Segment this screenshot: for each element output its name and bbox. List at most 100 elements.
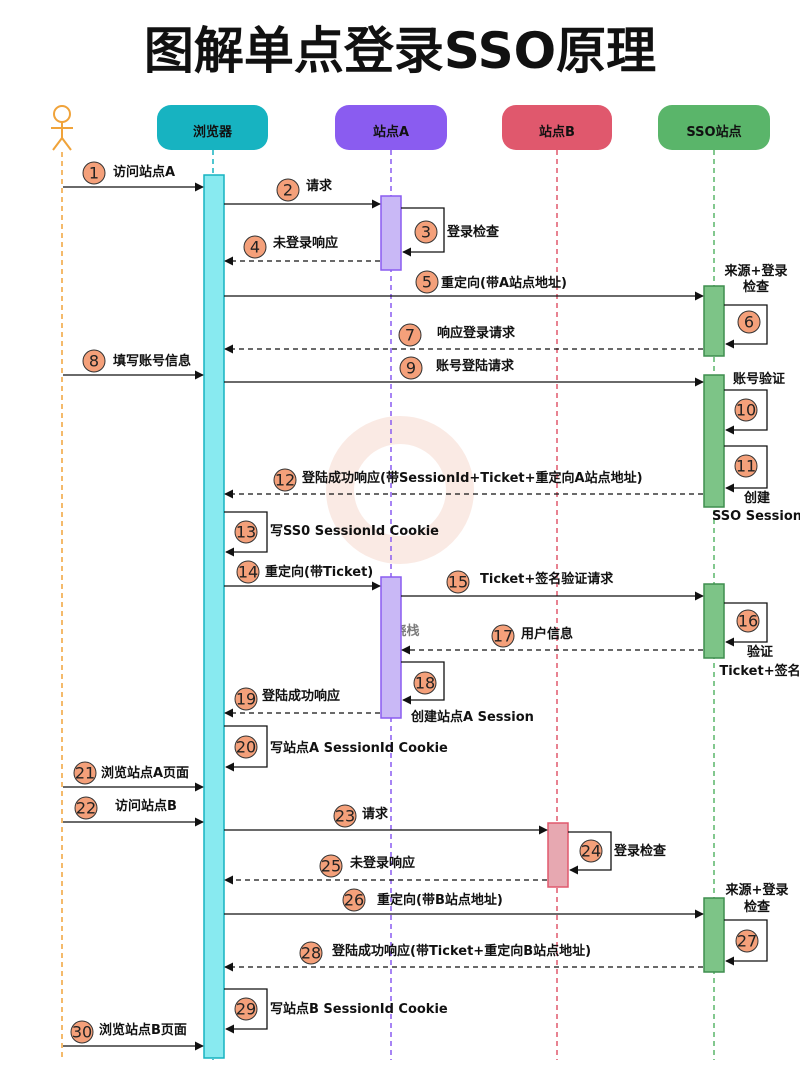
activation-bar-7 — [703, 583, 725, 659]
step-number-28: 28 — [301, 944, 321, 963]
step-number-21: 21 — [75, 764, 95, 783]
step-badge-26 — [342, 888, 366, 912]
step-badge-21 — [73, 761, 97, 785]
step-badge-15 — [446, 570, 470, 594]
self-call-arrow-16 — [724, 602, 768, 647]
activation-bars — [203, 174, 725, 1059]
self-call-arrow-20 — [224, 725, 268, 772]
participant-sso-label: SSO站点 — [686, 124, 741, 140]
self-call-13: 13 写SS0 SessionId Cookie — [224, 511, 439, 557]
activation-bar-5 — [703, 285, 725, 357]
message-5: 5 重定向(带A站点地址) — [224, 270, 704, 301]
step-number-17: 17 — [493, 627, 513, 646]
step-number-19: 19 — [236, 690, 256, 709]
step-number-11: 11 — [736, 457, 756, 476]
step-badge-11 — [734, 454, 758, 478]
message-label-12: 登陆成功响应(带SessionId+Ticket+重定向A站点地址) — [301, 470, 643, 486]
message-label-25: 未登录响应 — [349, 855, 415, 871]
message-label-15: Ticket+签名验证请求 — [480, 571, 614, 587]
message-label-8: 填写账号信息 — [113, 353, 191, 369]
step-badge-4 — [243, 235, 267, 259]
self-call-label-13: 写SS0 SessionId Cookie — [270, 524, 439, 539]
step-badge-19 — [234, 687, 258, 711]
self-call-label-6-2: 检查 — [743, 279, 770, 295]
step-badge-14 — [236, 560, 260, 584]
self-call-arrow-13 — [224, 511, 268, 557]
step-badge-12 — [273, 468, 297, 492]
self-call-label-16-2: Ticket+签名 — [719, 663, 800, 679]
step-badge-5 — [415, 270, 439, 294]
step-number-6: 6 — [744, 313, 754, 332]
step-number-16: 16 — [738, 612, 758, 631]
self-call-arrow-27 — [724, 919, 768, 966]
self-call-label-20: 写站点A SessionId Cookie — [270, 740, 448, 756]
activation-bar-3 — [380, 576, 402, 719]
step-number-20: 20 — [236, 738, 256, 757]
step-badge-1 — [82, 161, 106, 185]
step-number-4: 4 — [250, 238, 260, 257]
step-number-26: 26 — [344, 891, 364, 910]
self-call-6: 6 来源+登录检查 — [724, 263, 788, 349]
message-label-23: 请求 — [362, 806, 389, 822]
message-8: 8 填写账号信息 — [63, 349, 204, 380]
activation-bar-2 — [380, 195, 402, 271]
step-number-8: 8 — [89, 352, 99, 371]
step-badge-20 — [234, 735, 258, 759]
stick-figure-icon — [51, 105, 73, 151]
message-label-22: 访问站点B — [115, 798, 177, 814]
message-28: 28 登陆成功响应(带Ticket+重定向B站点地址) — [224, 941, 703, 972]
self-call-arrow-10 — [724, 389, 768, 435]
self-call-label-24: 登录检查 — [613, 843, 667, 859]
self-call-arrow-18 — [401, 661, 445, 705]
self-call-label-6: 来源+登录 — [724, 263, 788, 279]
participant-site-a-label: 站点A — [373, 124, 409, 140]
step-number-27: 27 — [737, 932, 757, 951]
watermark-logo — [326, 416, 474, 564]
participant-browser — [157, 105, 268, 150]
self-call-label-29: 写站点B SessionId Cookie — [270, 1001, 448, 1017]
activation-bar-4 — [547, 822, 569, 888]
message-label-30: 浏览站点B页面 — [99, 1022, 187, 1038]
step-number-5: 5 — [422, 273, 432, 292]
self-call-arrow-6 — [724, 304, 768, 349]
participant-site-b-label: 站点B — [539, 124, 575, 140]
self-call-arrow-11 — [724, 445, 768, 493]
step-badge-18 — [413, 671, 437, 695]
step-badge-25 — [319, 854, 343, 878]
step-number-2: 2 — [283, 181, 293, 200]
step-badge-9 — [399, 356, 423, 380]
page-title: 图解单点登录SSO原理 — [144, 22, 656, 80]
step-number-25: 25 — [321, 857, 341, 876]
participant-site-a — [335, 105, 447, 150]
message-label-5: 重定向(带A站点地址) — [441, 275, 567, 291]
message-label-17: 用户信息 — [520, 626, 573, 642]
step-number-13: 13 — [236, 523, 256, 542]
step-number-7: 7 — [405, 326, 415, 345]
message-label-26: 重定向(带B站点地址) — [377, 892, 503, 908]
participant-site-b — [502, 105, 612, 150]
step-number-30: 30 — [72, 1023, 92, 1042]
message-label-28: 登陆成功响应(带Ticket+重定向B站点地址) — [331, 943, 591, 959]
self-call-label-18: 创建站点A Session — [410, 709, 534, 725]
self-call-label-27-2: 检查 — [744, 899, 771, 915]
step-badge-6 — [737, 310, 761, 334]
step-badge-27 — [735, 929, 759, 953]
step-number-1: 1 — [89, 164, 99, 183]
message-label-19: 登陆成功响应 — [261, 688, 340, 704]
